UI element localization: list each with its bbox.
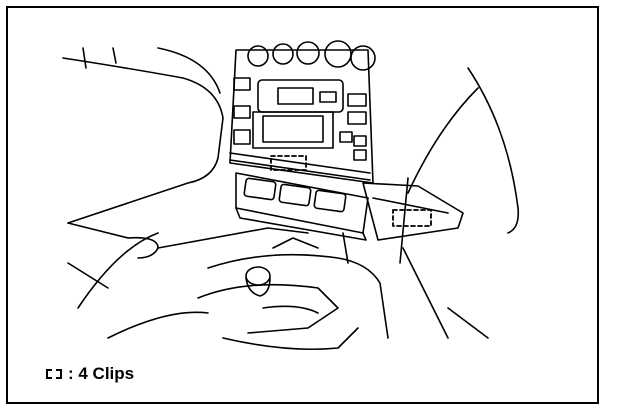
legend: : 4 Clips (46, 364, 134, 384)
dashed-clip-icon (46, 369, 62, 379)
legend-label: : 4 Clips (68, 364, 135, 383)
center-console (67, 222, 389, 351)
dashboard-outline (62, 47, 224, 224)
diagram-frame: : 4 Clips (6, 6, 599, 404)
clip-marker-right (392, 209, 432, 227)
door-outline (399, 67, 520, 339)
console-removal-illustration (62, 40, 520, 351)
switch-panel (235, 172, 464, 241)
clip-marker-upper (270, 155, 307, 171)
center-stack (229, 40, 376, 184)
